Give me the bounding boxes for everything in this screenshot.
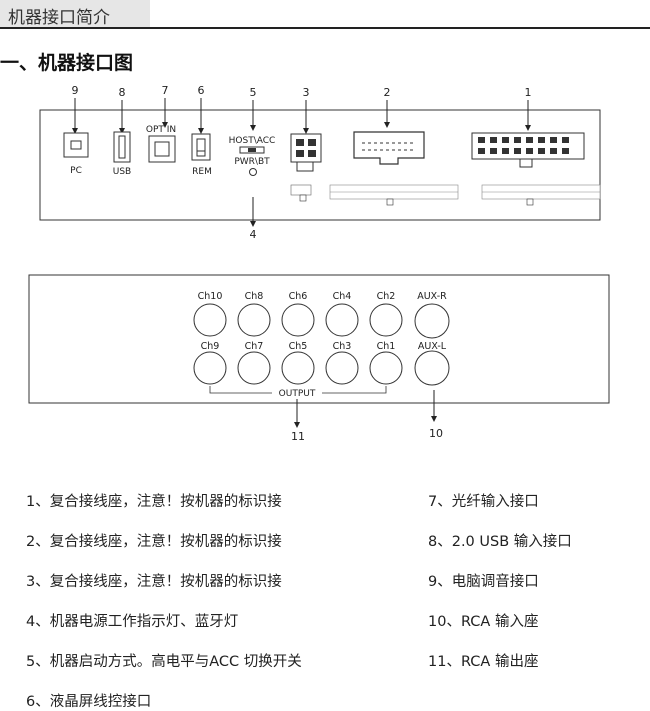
pwr-bt-label: PWR\BT <box>234 157 270 167</box>
top-panel <box>39 109 601 221</box>
optin-label: OPT IN <box>146 125 176 135</box>
label-ch4: Ch4 <box>333 291 352 302</box>
label-ch2: Ch2 <box>377 291 396 302</box>
connector-2 <box>329 131 459 206</box>
rca-ch8 <box>237 303 271 337</box>
callout-6: 6 <box>198 84 205 97</box>
legend-item-10: 10、RCA 输入座 <box>428 614 539 630</box>
label-ch3: Ch3 <box>333 341 352 352</box>
rca-ch9 <box>193 351 227 385</box>
legend-item-5: 5、机器启动方式。高电平与ACC 切换开关 <box>26 654 302 670</box>
callout-8: 8 <box>119 86 126 99</box>
label-ch1: Ch1 <box>377 341 396 352</box>
pc-port <box>63 132 89 158</box>
rca-ch1 <box>369 351 403 385</box>
rca-ch10 <box>193 303 227 337</box>
label-ch6: Ch6 <box>289 291 308 302</box>
rca-aux-l <box>414 350 450 386</box>
label-ch10: Ch10 <box>198 291 223 302</box>
label-ch8: Ch8 <box>245 291 264 302</box>
bottom-panel <box>28 274 610 404</box>
rca-aux-r <box>414 303 450 339</box>
rca-ch5 <box>281 351 315 385</box>
callout-7: 7 <box>162 84 169 97</box>
legend-item-9: 9、电脑调音接口 <box>428 574 539 590</box>
callout-5: 5 <box>250 86 257 99</box>
optical-port <box>148 135 176 163</box>
host-acc-label: HOST\ACC <box>229 136 276 146</box>
callout-11: 11 <box>291 430 305 443</box>
output-label: OUTPUT <box>279 389 316 399</box>
pc-label: PC <box>70 166 82 176</box>
label-ch7: Ch7 <box>245 341 264 352</box>
legend-item-4: 4、机器电源工作指示灯、蓝牙灯 <box>26 614 239 630</box>
rca-ch3 <box>325 351 359 385</box>
rca-ch6 <box>281 303 315 337</box>
header-tab <box>0 0 150 28</box>
legend-item-2: 2、复合接线座，注意！按机器的标识接 <box>26 534 282 550</box>
label-ch9: Ch9 <box>201 341 220 352</box>
connector-3 <box>290 133 322 202</box>
callout-3: 3 <box>303 86 310 99</box>
label-aux-r: AUX-R <box>417 291 447 302</box>
rem-port <box>191 133 211 161</box>
connector-1 <box>471 132 601 206</box>
rca-ch4 <box>325 303 359 337</box>
legend-item-6: 6、液晶屏线控接口 <box>26 694 152 710</box>
usb-port <box>113 131 131 163</box>
legend-item-8: 8、2.0 USB 输入接口 <box>428 534 572 550</box>
callout-2: 2 <box>384 86 391 99</box>
callout-9: 9 <box>72 84 79 97</box>
legend-item-1: 1、复合接线座，注意！按机器的标识接 <box>26 494 282 510</box>
header-divider <box>0 27 650 29</box>
legend-item-11: 11、RCA 输出座 <box>428 654 539 670</box>
page-title: 机器接口简介 <box>8 8 110 28</box>
callout-10: 10 <box>429 427 443 440</box>
usb-label: USB <box>113 167 131 177</box>
label-ch5: Ch5 <box>289 341 308 352</box>
callout-4: 4 <box>250 228 257 241</box>
section-title: 一、机器接口图 <box>0 52 134 74</box>
rem-label: REM <box>192 167 212 177</box>
rca-ch7 <box>237 351 271 385</box>
output-bracket <box>209 386 387 394</box>
legend-item-3: 3、复合接线座，注意！按机器的标识接 <box>26 574 282 590</box>
rca-ch2 <box>369 303 403 337</box>
legend-item-7: 7、光纤输入接口 <box>428 494 539 510</box>
pwr-bt-led <box>249 168 257 176</box>
host-acc-switch <box>239 146 265 154</box>
callout-1: 1 <box>525 86 532 99</box>
label-aux-l: AUX-L <box>418 341 447 352</box>
